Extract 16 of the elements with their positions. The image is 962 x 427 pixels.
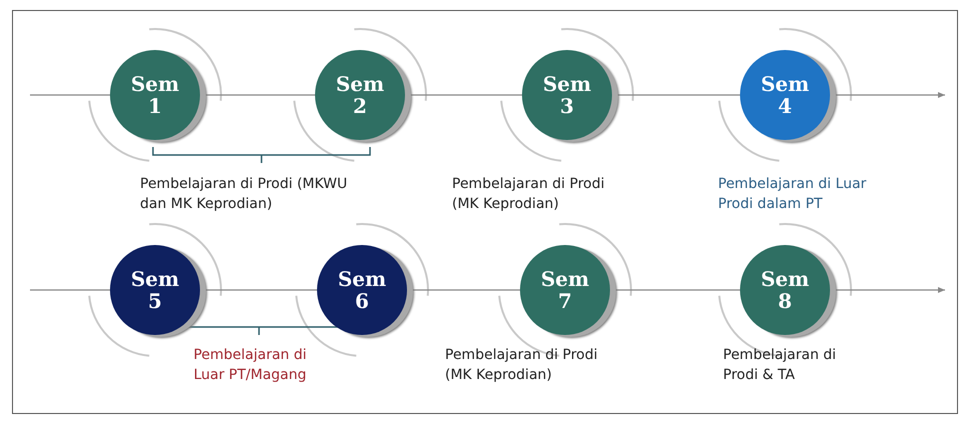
description-text: Pembelajaran di Prodi & TA [723,346,838,386]
semester-label: Sem 1 [130,73,180,117]
connector-line [30,94,110,96]
semester-label: Sem 2 [336,73,384,117]
description-text: Pembelajaran di Luar Prodi dalam PT [718,175,868,214]
semester-label: Sem 5 [130,268,180,312]
semester-label: Sem 8 [760,268,810,312]
description-text: Pembelajaran di Prodi (MK Keprodian) [452,175,606,214]
semester-label: Sem 3 [542,73,592,117]
description-text: Pembelajaran di Luar PT/Magang [192,346,308,386]
description-text: Pembelajaran di Prodi (MK Keprodian) [445,346,599,386]
semester-label: Sem 4 [760,73,810,117]
connector-line [30,289,110,291]
semester-label: Sem 7 [540,268,590,312]
semester-label: Sem 6 [338,268,386,312]
description-text: Pembelajaran di Prodi (MKWU dan MK Keprodian) [140,175,348,214]
